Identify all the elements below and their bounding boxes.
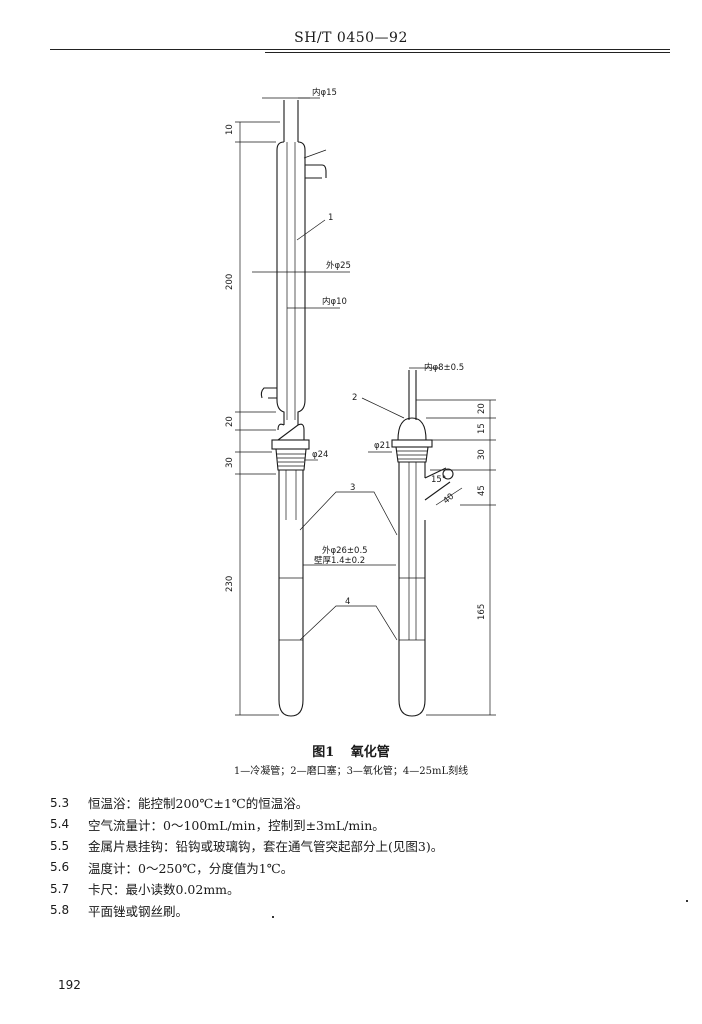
- label-part-3: 3: [350, 483, 355, 493]
- label-part-4: 4: [345, 597, 350, 607]
- label-outer-d25: 外φ25: [326, 260, 351, 271]
- item-number: 5.4: [50, 817, 70, 832]
- list-item: 5.6 温度计：0～250℃，分度值为1℃。: [50, 857, 670, 879]
- label-outer-d26: 外φ26±0.5: [322, 545, 368, 556]
- dim-left-20: 20: [225, 416, 235, 427]
- label-part-1: 1: [328, 213, 333, 223]
- item-text: 平面锉或钢丝刷。: [88, 903, 189, 919]
- item-number: 5.5: [50, 838, 70, 853]
- item-text: 温度计：0～250℃，分度值为1℃。: [88, 860, 294, 876]
- label-inner-d8: 内φ8±0.5: [424, 362, 464, 373]
- condenser: [260, 100, 327, 471]
- item-number: 5.3: [50, 795, 70, 810]
- label-wall-thickness: 壁厚1.4±0.2: [314, 555, 365, 566]
- dim-right-30: 30: [477, 449, 487, 460]
- item-text: 恒温浴：能控制200℃±1℃的恒温浴。: [88, 796, 309, 812]
- label-inner-d15: 内φ15: [312, 87, 337, 98]
- page-number: 192: [58, 978, 81, 992]
- label-inner-d10: 内φ10: [322, 296, 347, 307]
- label-d24: φ24: [312, 450, 328, 460]
- left-dimensions: [235, 97, 320, 716]
- apparatus-list: 5.3 恒温浴：能控制200℃±1℃的恒温浴。 5.4 空气流量计：0～100mL/…: [50, 792, 670, 921]
- list-item: 5.7 卡尺：最小读数0.02mm。: [50, 878, 670, 900]
- oxidation-tube-right: [391, 370, 454, 717]
- dim-left-10: 10: [225, 124, 235, 135]
- item-text: 金属片悬挂钩：铅钩或玻璃钩，套在通气管突起部分上(见图3)。: [88, 839, 444, 855]
- item-number: 5.7: [50, 881, 70, 896]
- item-text: 空气流量计：0～100mL/min，控制到±3mL/min。: [88, 817, 385, 833]
- figure-caption: 图1 氧化管: [0, 741, 702, 760]
- list-item: 5.4 空气流量计：0～100mL/min，控制到±3mL/min。: [50, 814, 670, 836]
- list-item: 5.3 恒温浴：能控制200℃±1℃的恒温浴。: [50, 792, 670, 814]
- item-text: 卡尺：最小读数0.02mm。: [88, 882, 240, 898]
- right-dimensions: [409, 367, 496, 716]
- dim-arm-40: 40: [442, 492, 457, 507]
- header-rule-secondary: [265, 52, 670, 53]
- label-angle-15: 15°: [431, 475, 446, 485]
- list-item: 5.5 金属片悬挂钩：铅钩或玻璃钩，套在通气管突起部分上(见图3)。: [50, 835, 670, 857]
- figure-title: 氧化管: [350, 745, 390, 760]
- dim-right-165: 165: [477, 604, 487, 620]
- item-number: 5.8: [50, 903, 70, 918]
- figure-number: 图1: [312, 745, 335, 760]
- dim-left-30: 30: [225, 457, 235, 468]
- dim-right-20: 20: [477, 403, 487, 414]
- dim-right-45: 45: [477, 485, 487, 496]
- oxidation-tube-drawing: 10 200 20 30 230 内φ15 1 外φ25 内φ10 φ24 3 …: [225, 87, 496, 717]
- item-number: 5.6: [50, 860, 70, 875]
- standard-code: SH/T 0450—92: [294, 30, 408, 46]
- dim-left-200: 200: [225, 274, 235, 290]
- label-d21: φ21: [374, 441, 390, 451]
- figure-legend: 1—冷凝管；2—磨口塞；3—氧化管；4—25mL刻线: [233, 766, 469, 777]
- dim-right-15: 15: [477, 423, 487, 434]
- scan-speck: [272, 916, 274, 918]
- header-rule: [50, 49, 670, 50]
- label-part-2: 2: [352, 393, 357, 403]
- oxidation-tube-left: [278, 470, 304, 717]
- scan-speck: [686, 900, 688, 902]
- dim-left-230: 230: [225, 576, 235, 592]
- list-item: 5.8 平面锉或钢丝刷。: [50, 900, 670, 922]
